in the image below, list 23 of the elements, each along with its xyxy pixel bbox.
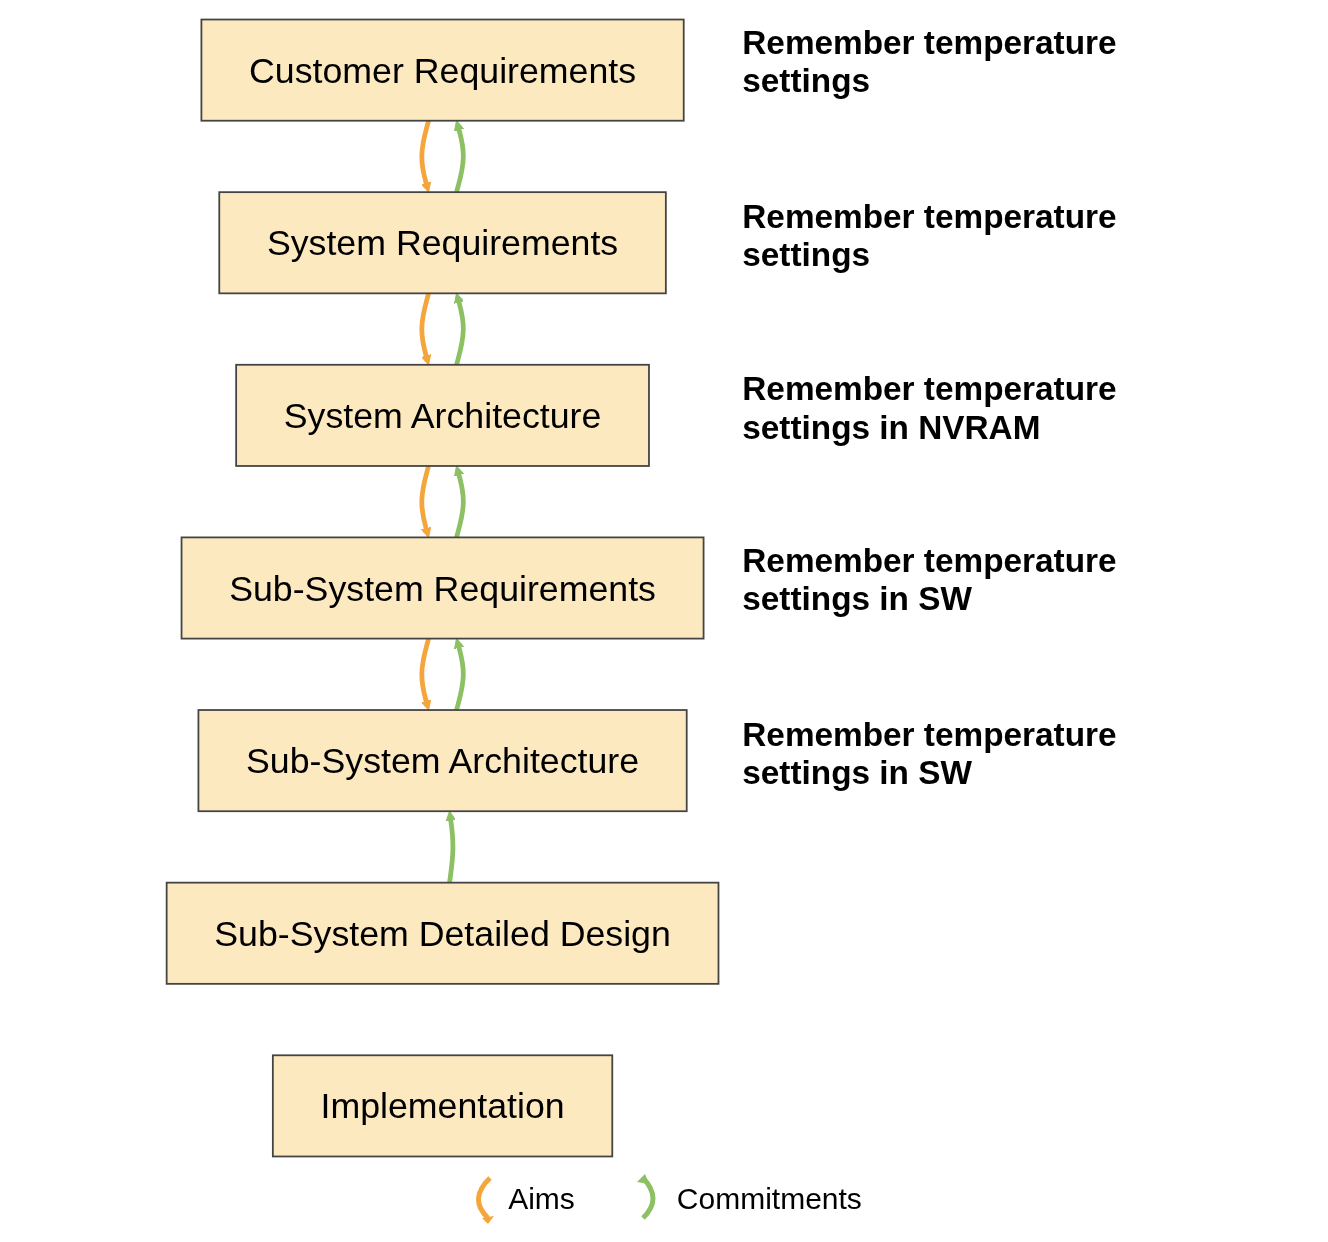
note-text: Remember temperature settings in NVRAM — [742, 370, 1118, 447]
note-text: Remember temperature settings in SW — [742, 542, 1118, 619]
node-box: System Architecture — [235, 363, 650, 467]
node-box: Sub-System Requirements — [180, 536, 705, 640]
legend-label: Commitments — [676, 1182, 862, 1216]
node-box: Sub-System Architecture — [197, 709, 688, 813]
arrow — [419, 120, 432, 193]
arrow — [445, 810, 457, 883]
legend-label: Aims — [508, 1182, 575, 1216]
arrow — [454, 638, 466, 711]
arrow — [419, 637, 432, 711]
note-text: Remember temperature settings in SW — [742, 715, 1118, 792]
note-text: Remember temperature settings — [742, 197, 1118, 274]
node-box: Customer Requirements — [200, 18, 685, 122]
node-box: Sub-System Detailed Design — [165, 881, 720, 985]
arrow — [419, 465, 432, 538]
node-box: System Requirements — [218, 191, 667, 295]
arrow — [454, 120, 466, 193]
node-box: Implementation — [271, 1054, 614, 1158]
arrow — [419, 292, 432, 366]
note-text: Remember temperature settings — [742, 24, 1118, 102]
arrow — [454, 292, 466, 366]
arrow — [454, 465, 466, 539]
